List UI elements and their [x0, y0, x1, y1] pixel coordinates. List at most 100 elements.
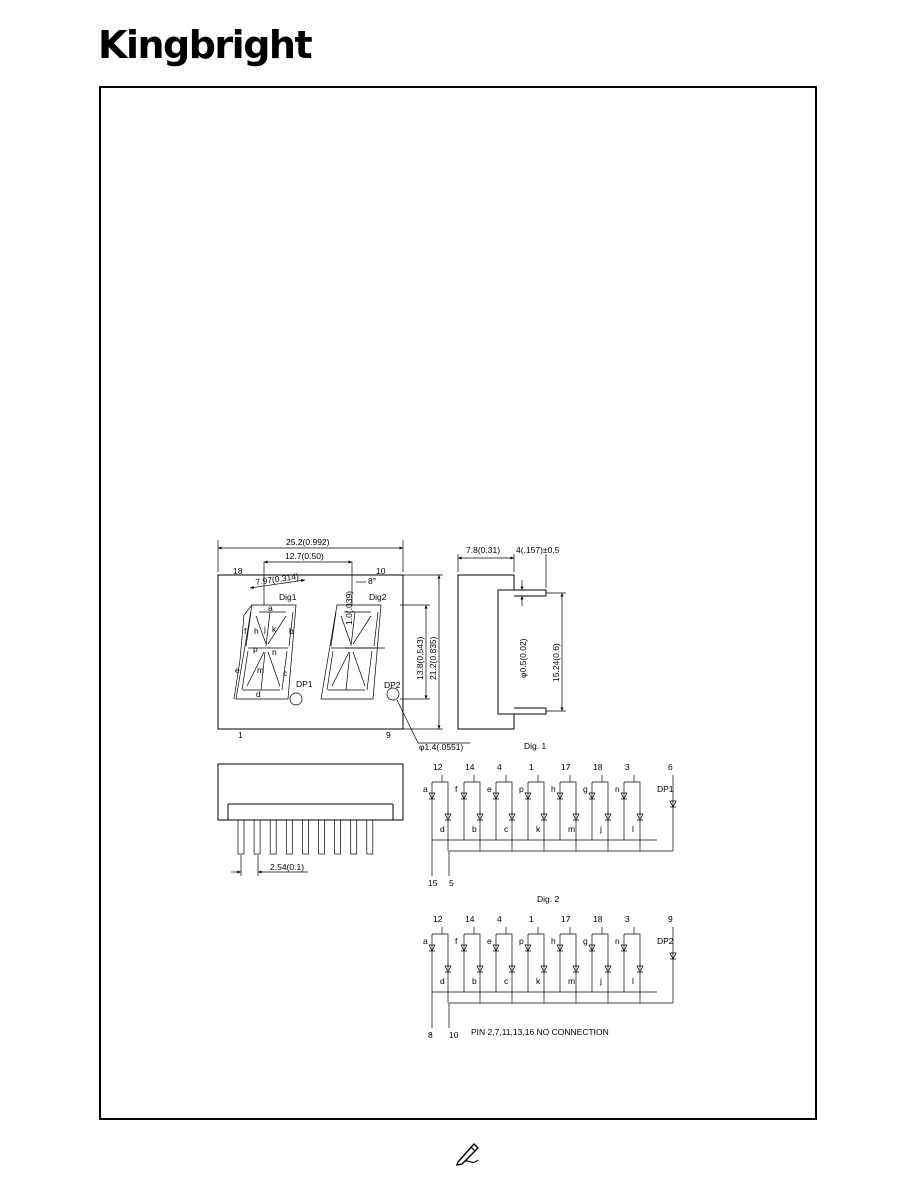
seg-j-label: j — [263, 624, 266, 634]
dim-segment-width: 7.97(0.314) — [255, 571, 300, 587]
segment-label: g — [583, 936, 588, 946]
led-diode — [620, 944, 628, 952]
segment-label: a — [423, 936, 428, 946]
segment-label: DP1 — [657, 784, 674, 794]
dim-overall-height: 21.2(0.835) — [428, 636, 438, 680]
led-diode — [524, 944, 532, 952]
circuit-pin-number: 4 — [497, 914, 502, 924]
package-pin — [366, 819, 374, 855]
segment-label: d — [440, 976, 445, 986]
side-view: 7.8(0.31) 4(.157)±0.5 φ0.5(0.02) 15.24(0… — [457, 545, 566, 730]
pin-18-label: 18 — [233, 566, 243, 576]
segment-label: h — [551, 784, 556, 794]
circuit-pin-number: 3 — [625, 762, 630, 772]
circuit-pin-number: 4 — [497, 762, 502, 772]
segment-label: d — [440, 824, 445, 834]
seg-e-label: e — [235, 665, 240, 675]
dim-depth: 7.8(0.31) — [466, 545, 500, 555]
common-pin-label: 10 — [449, 1030, 459, 1040]
segment-label: f — [455, 936, 458, 946]
segment-label: a — [423, 784, 428, 794]
segment-label: c — [504, 824, 509, 834]
segment-label: b — [472, 824, 477, 834]
seg-f-label: f — [244, 626, 247, 636]
seg-a-label: a — [268, 603, 273, 613]
circuit-pin-number: 17 — [561, 762, 571, 772]
pin-row — [237, 819, 374, 855]
circuit-pin-number: 6 — [668, 762, 673, 772]
circuit-pin-number: 1 — [529, 762, 534, 772]
segment-label: k — [536, 976, 541, 986]
dim-segment-line: 1.0(.039) — [344, 591, 354, 625]
package-pin — [269, 819, 277, 855]
pin-1-label: 1 — [238, 730, 243, 740]
brand-logo: Kingbright — [98, 23, 313, 67]
seg-d-label: d — [256, 689, 261, 699]
circuit-pin-number: 17 — [561, 914, 571, 924]
dp1-dot — [289, 692, 303, 706]
led-diode — [588, 944, 596, 952]
circuit2-title: Dig. 2 — [537, 894, 559, 904]
led-diode — [620, 792, 628, 800]
led-diode — [492, 944, 500, 952]
circuit-pin-number: 1 — [529, 914, 534, 924]
digit-2-segments — [320, 604, 385, 700]
led-diode — [492, 792, 500, 800]
segment-label: j — [599, 976, 602, 986]
circuit-pin-number: 18 — [593, 762, 603, 772]
circuit1-title: Dig. 1 — [524, 741, 546, 751]
segment-label: l — [632, 976, 634, 986]
led-diode — [524, 792, 532, 800]
pin-10-label: 10 — [376, 566, 386, 576]
circuit-pin-number: 14 — [465, 762, 475, 772]
segment-label: p — [519, 784, 524, 794]
dim-overall-width: 25.2(0.992) — [286, 537, 330, 547]
package-pin — [253, 819, 261, 855]
seg-b-label: b — [289, 626, 294, 636]
package-pin — [237, 819, 245, 855]
segment-label: m — [568, 976, 575, 986]
seg-k-label: k — [272, 624, 277, 634]
common-pin-label: 8 — [428, 1030, 433, 1040]
segment-label: g — [583, 784, 588, 794]
led-diode — [556, 792, 564, 800]
dp1-label: DP1 — [296, 679, 313, 689]
dig2-label: Dig2 — [369, 592, 387, 602]
led-diode — [460, 944, 468, 952]
package-pin — [285, 819, 293, 855]
common-pin-label: 15 — [428, 878, 438, 888]
segment-label: j — [599, 824, 602, 834]
dim-row-spacing: 15.24(0.6) — [551, 643, 561, 682]
segment-label: e — [487, 936, 492, 946]
seg-n-label: n — [272, 647, 277, 657]
dp2-dot — [386, 687, 400, 701]
front-view: a f h j k b p n e m c d 18 10 1 9 Dig1 — [217, 537, 470, 752]
led-diode — [428, 944, 436, 952]
dim-dp-diameter: φ1.4(.0551) — [419, 742, 463, 752]
segment-label: h — [551, 936, 556, 946]
circuit-pin-number: 3 — [625, 914, 630, 924]
dp2-label: DP2 — [384, 680, 401, 690]
led-diode — [428, 792, 436, 800]
dim-digit-pitch: 12.7(0.50) — [285, 551, 324, 561]
dim-pin-pitch: 2.54(0.1) — [270, 862, 304, 872]
segment-label: DP2 — [657, 936, 674, 946]
segment-label: c — [504, 976, 509, 986]
package-pin — [350, 819, 358, 855]
segment-label: m — [568, 824, 575, 834]
led-diode — [669, 952, 677, 960]
pin-9-label: 9 — [386, 730, 391, 740]
circuit-pin-number: 12 — [433, 914, 443, 924]
seg-h-label: h — [254, 626, 259, 636]
led-diode — [588, 792, 596, 800]
circuit-pin-number: 18 — [593, 914, 603, 924]
led-diode — [669, 800, 677, 808]
led-diode — [556, 944, 564, 952]
dim-pin-length: 4(.157)±0.5 — [516, 545, 560, 555]
segment-label: f — [455, 784, 458, 794]
dig1-label: Dig1 — [279, 592, 297, 602]
led-diode — [460, 792, 468, 800]
